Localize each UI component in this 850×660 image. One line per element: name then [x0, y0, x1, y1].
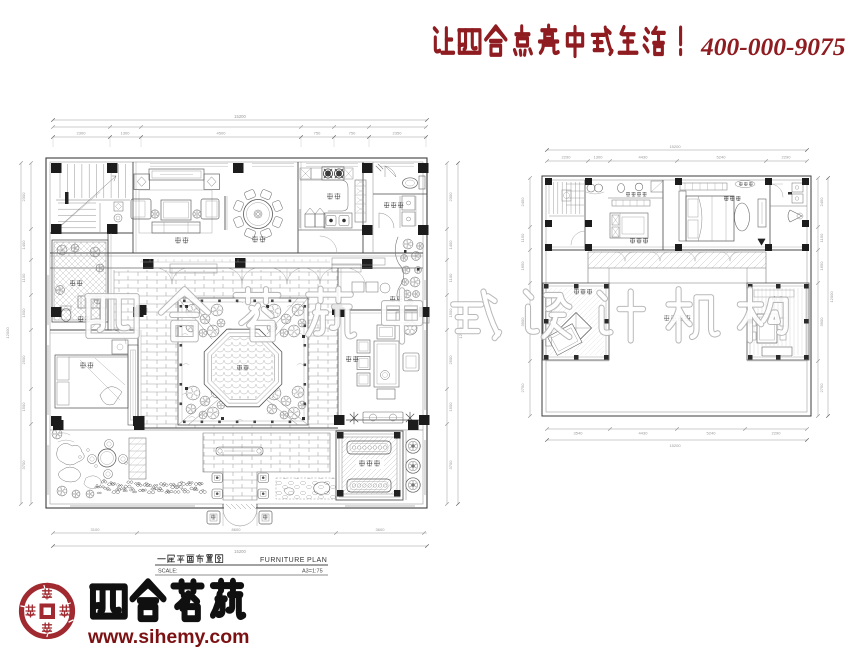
svg-text:FURNITURE: FURNITURE [260, 557, 305, 564]
svg-text:1500: 1500 [21, 308, 26, 318]
svg-text:15200: 15200 [234, 549, 246, 554]
svg-text:1100: 1100 [21, 273, 26, 282]
svg-text:5240: 5240 [707, 431, 717, 436]
svg-text:3100: 3100 [91, 527, 101, 532]
svg-text:1150: 1150 [819, 233, 824, 242]
svg-text:1400: 1400 [21, 240, 26, 250]
svg-text:2300: 2300 [448, 192, 453, 202]
svg-text:8600: 8600 [232, 527, 242, 532]
svg-text:1650: 1650 [520, 261, 525, 271]
svg-text:3900: 3900 [819, 317, 824, 327]
svg-text:2300: 2300 [77, 131, 87, 136]
svg-text:1500: 1500 [448, 402, 453, 412]
svg-text:www.sihemy.com: www.sihemy.com [87, 626, 249, 648]
svg-text:3900: 3900 [520, 317, 525, 327]
svg-text:PLAN: PLAN [307, 557, 327, 564]
svg-text:2350: 2350 [393, 131, 403, 136]
svg-text:3700: 3700 [21, 460, 26, 470]
svg-text:2500: 2500 [21, 355, 26, 365]
svg-text:15200: 15200 [669, 443, 681, 448]
svg-text:750: 750 [349, 131, 356, 136]
svg-text:3700: 3700 [448, 460, 453, 470]
svg-text:3540: 3540 [574, 431, 584, 436]
svg-text:A3=1:75: A3=1:75 [302, 569, 323, 575]
svg-text:3600: 3600 [376, 527, 386, 532]
svg-text:750: 750 [314, 131, 321, 136]
svg-text:2750: 2750 [520, 383, 525, 393]
svg-text:2750: 2750 [819, 383, 824, 393]
svg-text:15200: 15200 [234, 114, 246, 119]
svg-text:4430: 4430 [639, 155, 649, 160]
svg-text:2290: 2290 [772, 431, 782, 436]
svg-text:5240: 5240 [717, 155, 727, 160]
svg-text:1150: 1150 [520, 233, 525, 242]
svg-text:1300: 1300 [121, 131, 131, 136]
svg-text:4500: 4500 [217, 131, 227, 136]
svg-text:2290: 2290 [562, 155, 572, 160]
svg-text:2500: 2500 [448, 355, 453, 365]
svg-text:4430: 4430 [639, 431, 649, 436]
svg-text:12000: 12000 [829, 291, 834, 303]
svg-text:1400: 1400 [448, 240, 453, 250]
svg-text:1500: 1500 [448, 308, 453, 318]
svg-text:1300: 1300 [594, 155, 604, 160]
svg-text:2450: 2450 [819, 197, 824, 207]
svg-text:400-000-9075: 400-000-9075 [700, 32, 846, 61]
svg-text:1650: 1650 [819, 261, 824, 271]
svg-text:2300: 2300 [21, 192, 26, 202]
svg-text:1100: 1100 [448, 273, 453, 282]
svg-text:2290: 2290 [782, 155, 792, 160]
svg-text:SCALE:: SCALE: [158, 569, 178, 575]
svg-text:12000: 12000 [5, 327, 10, 339]
svg-text:2450: 2450 [520, 197, 525, 207]
svg-text:15200: 15200 [669, 144, 681, 149]
svg-text:1500: 1500 [21, 402, 26, 412]
